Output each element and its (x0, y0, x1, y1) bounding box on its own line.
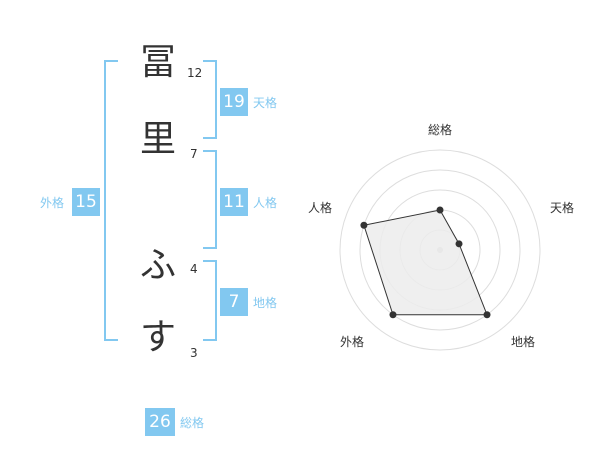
radar-axis-label-tenkaku: 天格 (550, 201, 575, 215)
stroke-count-3: 4 (190, 262, 198, 276)
radar-point-5 (360, 221, 368, 229)
radar-data-polygon (363, 209, 488, 316)
name-char-4: す (140, 317, 177, 358)
stroke-count-1: 12 (187, 66, 203, 80)
radar-point-4 (389, 311, 397, 319)
jinkaku-value-badge: 11 (220, 188, 248, 216)
jinkaku-label: 人格 (253, 196, 278, 210)
radar-axis-label-jinkaku: 人格 (308, 201, 333, 215)
name-char-2: 里 (140, 119, 177, 160)
tenkaku-label: 天格 (253, 96, 278, 110)
name-char-3: ふ (140, 245, 177, 286)
radar-axis-label-gaikaku: 外格 (340, 335, 365, 349)
radar-axis-label-soukaku: 総格 (428, 123, 453, 137)
jinkaku-bracket (203, 150, 217, 249)
soukaku-label: 総格 (180, 416, 205, 430)
chikaku-bracket (203, 260, 217, 341)
gaikaku-label: 外格 (40, 196, 65, 210)
radar-point-2 (455, 240, 463, 248)
gaikaku-bracket (104, 60, 118, 341)
radar-point-1 (436, 206, 444, 214)
tenkaku-bracket (203, 60, 217, 139)
stroke-count-2: 7 (190, 147, 198, 161)
name-char-1: 冨 (140, 42, 177, 83)
tenkaku-value-badge: 19 (220, 88, 248, 116)
stroke-count-4: 3 (190, 346, 198, 360)
gaikaku-value-badge: 15 (72, 188, 100, 216)
radar-grid-ring-5 (339, 149, 541, 351)
chikaku-label: 地格 (253, 296, 278, 310)
radar-grid-ring-4 (359, 169, 521, 331)
radar-point-3 (483, 311, 491, 319)
soukaku-value-badge: 26 (145, 408, 175, 436)
radar-axis-label-chikaku: 地格 (511, 335, 536, 349)
chikaku-value-badge: 7 (220, 288, 248, 316)
